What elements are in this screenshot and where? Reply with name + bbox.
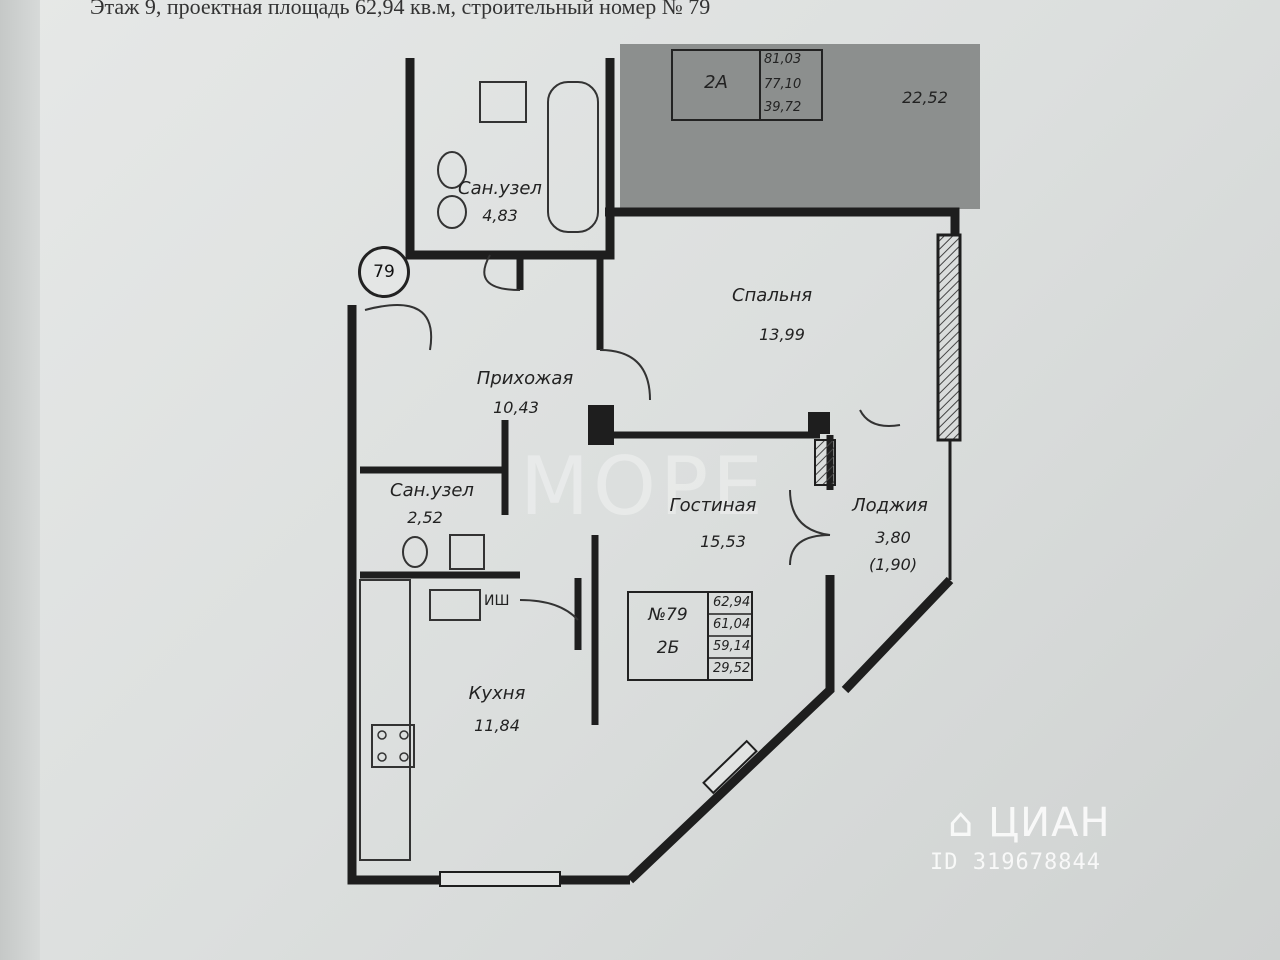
apt-area-total: 62,94 [713, 595, 751, 610]
wall-loggia-diag [841, 576, 954, 694]
cian-logo-text: ЦИАН [988, 800, 1111, 846]
column-loggia [814, 439, 836, 486]
room-area-loggia-reduced: (1,90) [868, 555, 918, 574]
apt-area-living: 29,52 [713, 661, 751, 676]
neighbor-area-2: 77,10 [764, 77, 802, 92]
wall-bath1 [405, 58, 615, 260]
stove [371, 724, 415, 768]
cian-listing-id: ID 319678844 [930, 850, 1101, 875]
page-header: Этаж 9, проектная площадь 62,94 кв.м, ст… [90, 0, 711, 19]
apt-area-3: 59,14 [713, 639, 751, 654]
room-label-loggia: Лоджия [852, 495, 928, 516]
window-kitchen [439, 871, 561, 887]
apt-area-2: 61,04 [713, 617, 751, 632]
kitchen-sink-label: ИШ [484, 593, 510, 609]
door-kitchen [519, 599, 579, 621]
window-bedroom [936, 233, 962, 442]
room-area-living: 15,53 [700, 532, 746, 551]
neighbor-type: 2А [704, 72, 728, 93]
door-living-left [789, 489, 831, 536]
room-label-kitchen: Кухня [468, 683, 526, 704]
neighbor-apartment [620, 44, 980, 209]
neighbor-area-1: 81,03 [764, 52, 802, 67]
door-bath1 [483, 254, 521, 291]
apartment-number-badge: 79 [358, 246, 410, 298]
paper-edge [0, 0, 40, 960]
room-area-hallway: 10,43 [493, 398, 539, 417]
watermark-center: МОРЕ [520, 440, 767, 533]
cian-logo: ⌂ ЦИАН [948, 800, 1111, 846]
apt-summary-type: 2Б [656, 638, 680, 658]
room-label-bathroom2: Сан.узел [390, 480, 474, 501]
door-loggia [859, 409, 901, 427]
door-living-right [789, 534, 831, 566]
wall-diagonal [626, 575, 835, 884]
room-label-bedroom: Спальня [731, 285, 813, 306]
column-center [588, 405, 614, 445]
room-label-bathroom1: Сан.узел [458, 178, 542, 199]
room-label-hallway: Прихожая [476, 368, 574, 389]
kitchen-counter [359, 579, 411, 861]
room-area-loggia: 3,80 [875, 528, 911, 547]
room-area-bathroom2: 2,52 [407, 508, 443, 527]
column-right [808, 412, 830, 434]
apt-summary-label: №79 [648, 605, 688, 625]
floor-plan [347, 44, 980, 887]
room-label-living: Гостиная [669, 495, 757, 516]
neighbor-area-3: 39,72 [764, 100, 802, 115]
window-living [702, 739, 758, 795]
door-bedroom [599, 349, 651, 401]
room-area-kitchen: 11,84 [474, 716, 520, 735]
room-area-bathroom1: 4,83 [482, 206, 518, 225]
toilet-2 [402, 536, 428, 568]
room-area-bedroom: 13,99 [759, 325, 805, 344]
wall-bedroom-top [605, 207, 960, 235]
neighbor-bedroom-area: 22,52 [902, 88, 948, 107]
bathtub [547, 81, 599, 233]
cian-logo-icon: ⌂ [948, 800, 975, 846]
door-entry [364, 304, 433, 351]
neighbor-table [671, 49, 823, 121]
